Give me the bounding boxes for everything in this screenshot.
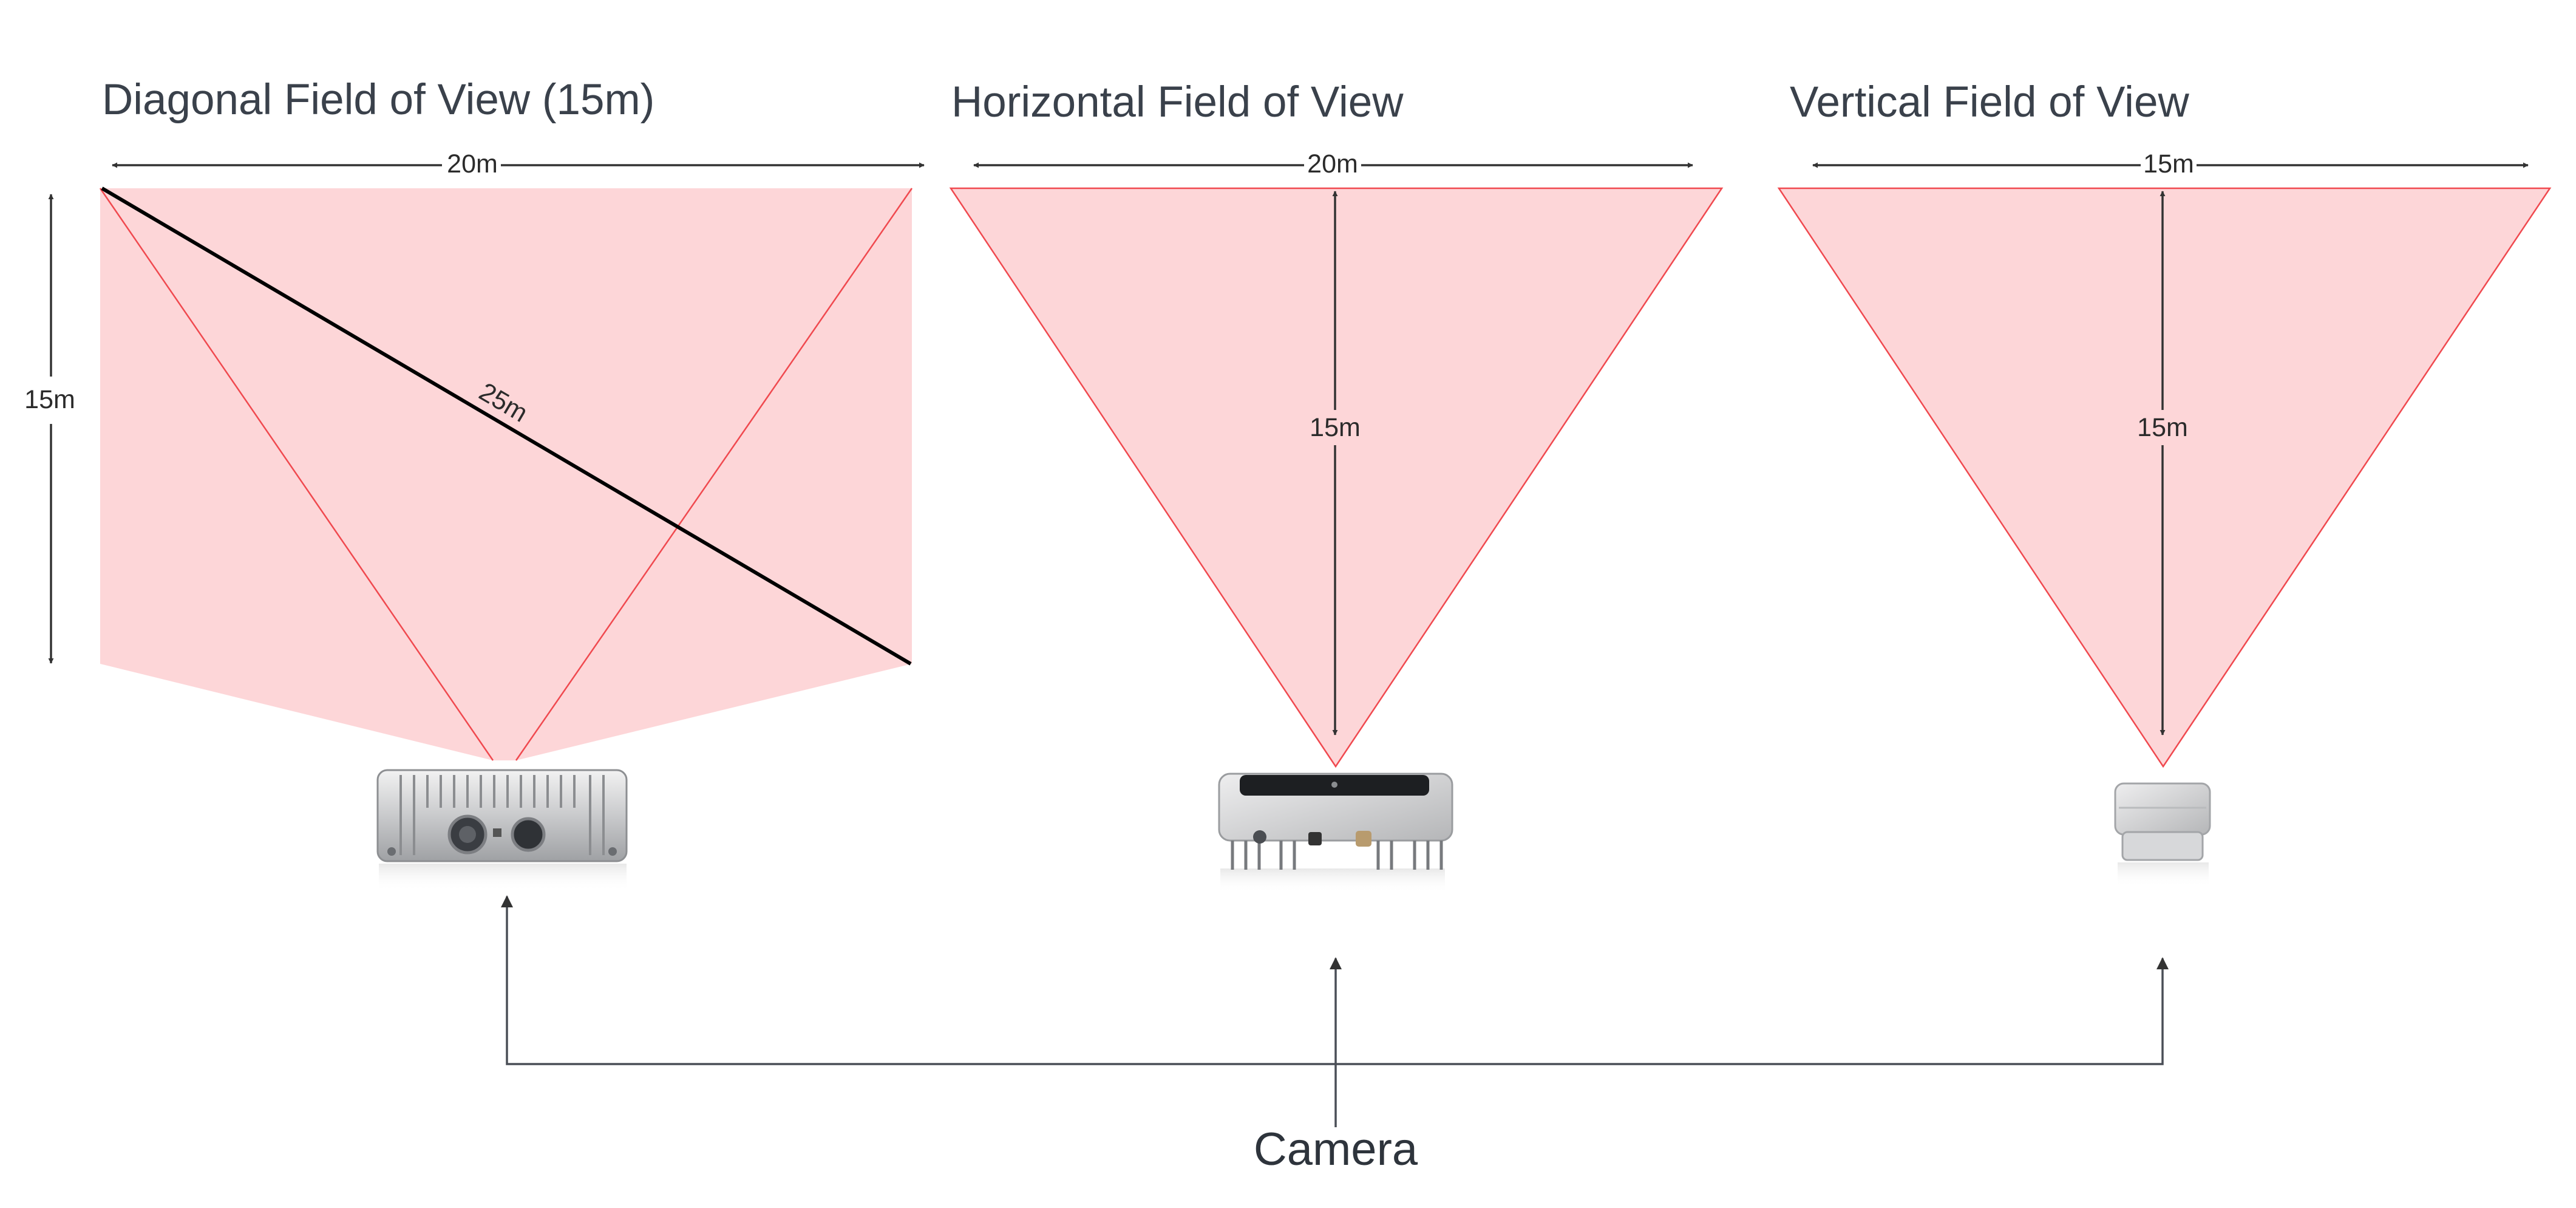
diagonal-fov-panel: Diagonal Field of View (15m) 25m 20m 15m [24, 76, 925, 891]
camera-connector [501, 895, 2169, 1127]
horizontal-fov-title: Horizontal Field of View [951, 78, 1404, 126]
camera-device-side-icon [2114, 782, 2211, 887]
horizontal-width-label: 20m [1307, 149, 1358, 179]
camera-device-front-icon [376, 769, 628, 891]
diagonal-fov-right-ray [515, 188, 913, 761]
diagonal-width-label: 20m [447, 149, 498, 179]
vertical-fov-title: Vertical Field of View [1790, 78, 2189, 126]
camera-caption: Camera [1254, 1124, 1418, 1175]
vertical-depth-label: 15m [2137, 413, 2188, 442]
diagonal-fov-title: Diagonal Field of View (15m) [102, 76, 654, 124]
diagonal-measure-line [101, 186, 912, 666]
camera-device-top-icon [1218, 773, 1453, 893]
horizontal-fov-panel: Horizontal Field of View 20m 15m [949, 78, 1724, 893]
diagonal-height-label: 15m [24, 385, 75, 414]
vertical-width-label: 15m [2143, 149, 2194, 179]
horizontal-fov-area [949, 187, 1724, 768]
horizontal-depth-label: 15m [1310, 413, 1361, 442]
diagonal-fov-left-ray [99, 188, 494, 761]
vertical-fov-panel: Vertical Field of View 15m 15m [1777, 78, 2552, 887]
vertical-fov-area [1777, 187, 2552, 768]
diagonal-fov-area [100, 188, 912, 760]
